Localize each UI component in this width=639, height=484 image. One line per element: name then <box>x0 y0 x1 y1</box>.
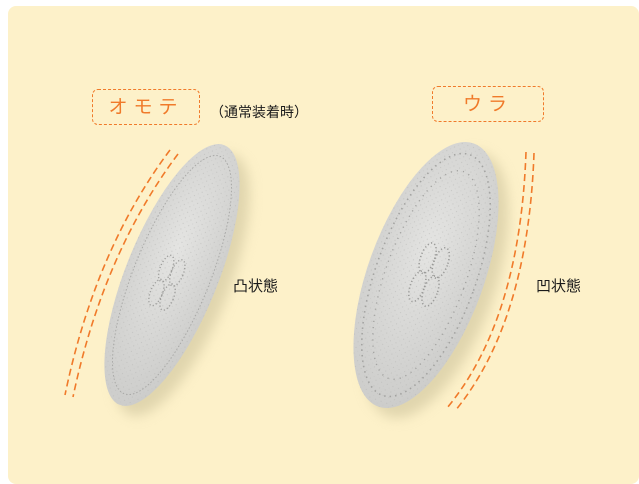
normal-wear-note: （通常装着時） <box>210 105 308 121</box>
front-state-label: 凸状態 <box>233 277 279 295</box>
front-curve-indicator <box>64 149 179 398</box>
back-pad <box>353 141 509 419</box>
front-side-label: オモテ <box>92 89 200 125</box>
front-pad <box>104 144 250 416</box>
back-state-label: 凹状態 <box>536 277 582 295</box>
back-curve-indicator <box>446 151 535 412</box>
back-side-label: ウラ <box>432 86 544 122</box>
